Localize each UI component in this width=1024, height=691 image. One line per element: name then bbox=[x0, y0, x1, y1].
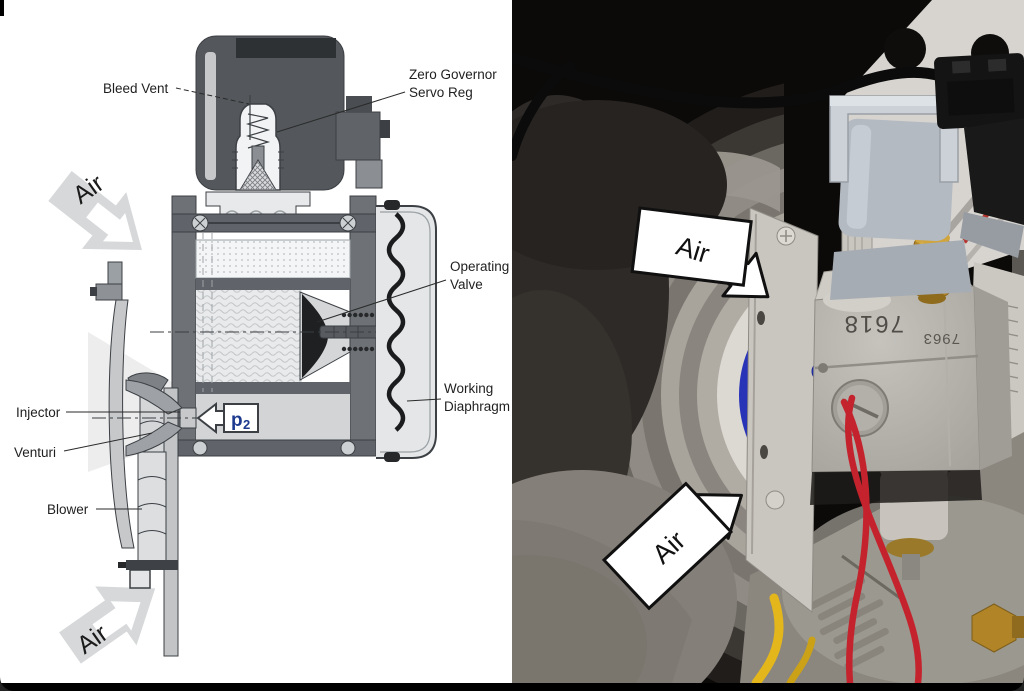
label-operating-valve-1: Operating bbox=[450, 259, 509, 274]
air-arrow-top bbox=[48, 171, 142, 251]
label-operating-valve-2: Valve bbox=[450, 277, 483, 292]
air-arrow-bottom bbox=[59, 586, 156, 664]
servo-regulator bbox=[205, 95, 311, 218]
leader-line-venturi bbox=[63, 432, 153, 452]
power-cable bbox=[512, 52, 946, 161]
bottom-frame-bar bbox=[0, 683, 1024, 691]
air-callout-upper: Air bbox=[630, 206, 770, 299]
photo-panel: WARN bbox=[512, 0, 1024, 683]
label-working-diaphragm-2: Diaphragm bbox=[444, 399, 510, 414]
blower-valve-photo: WARN bbox=[512, 0, 1024, 683]
leader-line-bleed-vent bbox=[175, 87, 250, 105]
valve-stamp-primary: 7618 bbox=[843, 310, 904, 337]
label-zero-governor-1: Zero Governor bbox=[409, 67, 497, 82]
diagram-panel: p 2 Bleed Vent Zero Governor Servo Reg O… bbox=[0, 0, 512, 683]
red-wires bbox=[840, 394, 922, 683]
leader-line-working-diaphragm bbox=[406, 398, 442, 402]
p2-symbol: p bbox=[231, 410, 243, 431]
label-working-diaphragm-1: Working bbox=[444, 381, 493, 396]
p2-subscript: 2 bbox=[243, 417, 250, 432]
label-blower: Blower bbox=[47, 502, 89, 517]
working-diaphragm bbox=[376, 200, 437, 462]
electrical-connector bbox=[934, 53, 1024, 258]
leader-line-zero-governor bbox=[276, 91, 406, 133]
gas-valve-diagram: p 2 Bleed Vent Zero Governor Servo Reg O… bbox=[14, 35, 510, 664]
corner-mark bbox=[0, 0, 4, 16]
leader-line-operating-valve bbox=[316, 279, 447, 323]
label-injector: Injector bbox=[16, 405, 61, 420]
coil-housing bbox=[195, 35, 390, 191]
label-venturi: Venturi bbox=[14, 445, 56, 460]
p2-pressure-tag: p 2 bbox=[196, 401, 259, 435]
air-callout-lower: Air bbox=[601, 481, 743, 611]
yellow-wires bbox=[751, 593, 816, 683]
blower-wheel bbox=[90, 261, 179, 657]
solenoid-coil bbox=[830, 118, 972, 300]
brass-fitting bbox=[971, 603, 1024, 653]
connector-gray-tab bbox=[960, 212, 1024, 258]
valve-stamp-secondary: 7963 bbox=[923, 330, 960, 347]
label-bleed-vent: Bleed Vent bbox=[103, 81, 169, 96]
label-zero-governor-2: Servo Reg bbox=[409, 85, 473, 100]
